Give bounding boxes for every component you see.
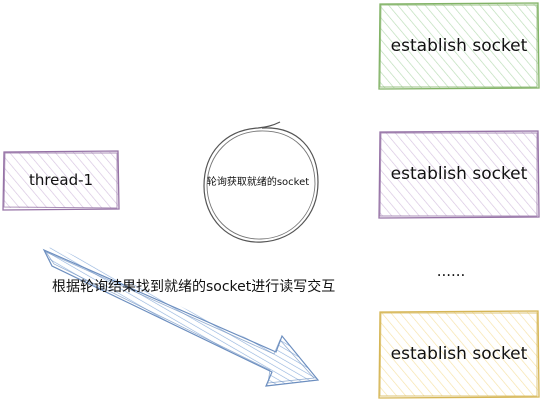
socket-1-label: establish socket (390, 36, 528, 56)
socket-box-3[interactable] (378, 310, 540, 399)
poller-label: 轮询获取就绪的socket (206, 176, 310, 188)
socket-3-label: establish socket (390, 344, 528, 364)
socket-box-2[interactable] (378, 130, 540, 219)
sketch-arrow (42, 246, 320, 387)
poller-circle[interactable] (203, 121, 319, 243)
caption-text: 根据轮询结果找到就绪的socket进行读写交互 (52, 279, 336, 295)
ellipsis-text: ...... (436, 262, 466, 280)
thread-label: thread-1 (28, 171, 94, 189)
thread-box[interactable] (2, 150, 120, 211)
socket-box-1[interactable] (378, 2, 540, 90)
socket-2-label: establish socket (390, 164, 528, 184)
